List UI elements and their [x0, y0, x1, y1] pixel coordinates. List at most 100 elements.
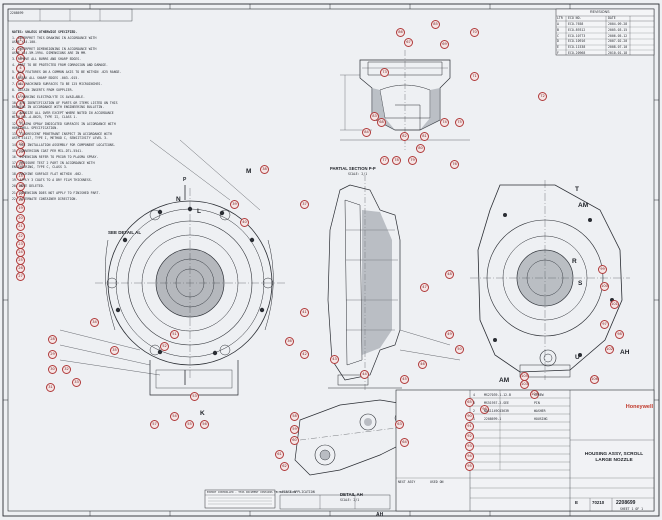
note-line: 13. FLUORESCENT PENETRANT INSPECT IN ACC…: [12, 132, 112, 137]
view-letter-r: R: [572, 258, 577, 265]
item-balloon: 80: [416, 144, 425, 153]
note-line: 1. INTERPRET THIS DRAWING IN ACCORDANCE …: [12, 36, 97, 41]
item-balloon: 30: [48, 365, 57, 374]
item-balloon: 78: [392, 156, 401, 165]
revisions-title: REVISIONS: [590, 10, 610, 14]
notes-block: NOTES: UNLESS OTHERWISE SPECIFIED. 1. IN…: [12, 30, 130, 201]
item-balloon: 84: [362, 128, 371, 137]
note-line: ASME Y14.100.: [12, 40, 37, 45]
note-line: ASTM E1417, TYPE I, METHOD C, SENSITIVIT…: [12, 136, 108, 141]
drawing-number: 2208699: [616, 500, 636, 506]
item-balloon: 35: [110, 346, 119, 355]
item-balloon: 74: [440, 118, 449, 127]
note-line: WITH MIL-A-8625, TYPE II, CLASS 1.: [12, 115, 78, 120]
item-balloon: 97: [600, 320, 609, 329]
notes-list: 1. INTERPRET THIS DRAWING IN ACCORDANCE …: [12, 36, 130, 201]
revision-cell: F: [557, 51, 559, 55]
item-balloon: 77: [380, 156, 389, 165]
item-balloon: 37: [300, 200, 309, 209]
item-balloon: 86: [396, 28, 405, 37]
item-balloon: 53: [190, 392, 199, 401]
drawing-number-small: 2208699: [10, 11, 24, 15]
title-line-1: HOUSING ASSY, SCROLL: [584, 452, 644, 457]
item-balloon: 65: [465, 398, 474, 407]
item-balloon: 29: [48, 350, 57, 359]
see-detail-label: SEE DETAIL AL: [108, 230, 142, 235]
item-balloon: 11: [16, 128, 25, 137]
item-balloon: 57: [150, 420, 159, 429]
item-balloon: 55: [185, 420, 194, 429]
revision-cell: C: [557, 33, 559, 38]
note-line: 6. BREAK ALL SHARP EDGES .003-.015.: [12, 75, 80, 80]
item-balloon: 60: [290, 436, 299, 445]
item-balloon: 52: [160, 342, 169, 351]
partial-section-scale: SCALE: 2/1: [348, 172, 368, 176]
revision-cell: ECO-20968: [568, 51, 586, 55]
note-line: 22. ALTERNATE CONTAINER DIRECTION.: [12, 196, 78, 201]
item-balloon: 47: [420, 283, 429, 292]
note-line: 12. PLASMA SPRAY INDICATED SURFACES IN A…: [12, 121, 116, 126]
item-balloon: 1: [16, 36, 25, 45]
item-balloon: 49: [445, 330, 454, 339]
item-balloon: 76: [450, 160, 459, 169]
detail-ah-scale: SCALE: 2/1: [340, 498, 360, 502]
note-line: HONEYWELL SPECIFICATION.: [12, 125, 59, 130]
note-line: 4. PART TO BE PROTECTED FROM CORROSION A…: [12, 63, 108, 68]
note-line: 7. ALL MACHINED SURFACES TO BE 125 MICRO…: [12, 82, 103, 87]
item-balloon: 79: [408, 156, 417, 165]
note-line: 9. A MARKING ELECTROLYTE IS AVAILABLE.: [12, 94, 85, 99]
revision-cell: E: [557, 45, 559, 50]
view-letter-u: U: [575, 354, 580, 361]
note-line: 19. APPLY 3 COATS TO A DRY FILM THICKNES…: [12, 178, 93, 182]
item-balloon: 67: [404, 38, 413, 47]
view-letter-am: AM: [578, 202, 589, 209]
parts-list-cell: 2: [473, 409, 475, 413]
item-balloon: 13: [16, 148, 25, 157]
item-balloon: 100: [600, 282, 609, 291]
parts-list-cell: MS51957-2-SEE: [484, 401, 509, 405]
next-assy-label: NEXT ASSY: [398, 480, 416, 484]
revision-cell: B: [557, 27, 559, 32]
item-balloon: 58: [290, 412, 299, 421]
parts-list-cell: 3: [473, 401, 475, 405]
item-balloon: 81: [420, 132, 429, 141]
parts-list-cell: 2208699-1: [484, 417, 502, 421]
item-balloon: 19: [16, 204, 25, 213]
export-notice: EXPORT CONTROLLED - THIS DOCUMENT CONTAI…: [207, 491, 297, 494]
revision-cell: ECO-10773: [568, 33, 586, 38]
title-line-2: LARGE NOZZLE: [595, 458, 633, 463]
notes-header: NOTES: UNLESS OTHERWISE SPECIFIED.: [12, 30, 78, 34]
parts-list-cell: HOUSING: [534, 417, 548, 421]
item-balloon: 90: [465, 412, 474, 421]
used-on-label: USED ON: [430, 480, 444, 484]
note-line: 15. CONVERSION COAT PER MIL-DTL-5541.: [12, 148, 84, 153]
revision-cell: 2010-01-18: [608, 51, 628, 55]
item-balloon: 42: [300, 350, 309, 359]
item-balloon: 62: [280, 462, 289, 471]
drawing-title: HOUSING ASSY, SCROLL LARGE NOZZLE: [575, 452, 653, 464]
revision-cell: A: [557, 22, 559, 26]
note-line: 3. REMOVE ALL BURRS AND SHARP EDGES.: [12, 57, 82, 62]
item-balloon: 31: [46, 383, 55, 392]
item-balloon: 59: [290, 425, 299, 434]
revision-cell: 2008-07-10: [608, 45, 628, 50]
revision-header-cell: DATE: [608, 16, 616, 20]
revision-cell: 2005-03-15: [608, 27, 628, 32]
parts-list-cell: SCREW: [534, 393, 544, 397]
item-balloon: 70: [470, 28, 479, 37]
partial-section-label: PARTIAL SECTION P-P: [330, 166, 376, 171]
item-balloon: 83: [370, 112, 379, 121]
revision-cell: ECO-10916: [568, 39, 586, 44]
item-balloon: 21: [16, 222, 25, 231]
revision-cell: 2006-05-12: [608, 33, 628, 38]
item-balloon: 15: [16, 172, 25, 181]
item-balloon: 40: [240, 218, 249, 227]
revision-header-cell: LTR: [557, 16, 563, 20]
view-letter-l: L: [197, 208, 201, 215]
note-line: 20. NOTE DELETED.: [12, 184, 45, 189]
